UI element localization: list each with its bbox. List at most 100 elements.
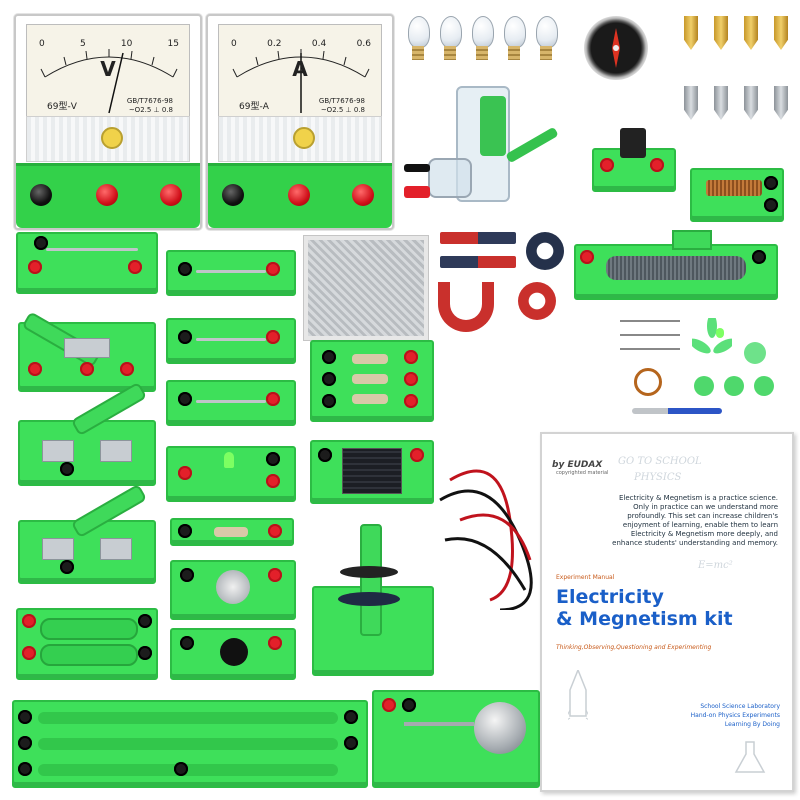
ammeter-terminal-black[interactable] bbox=[222, 184, 244, 206]
ammeter-dial: 0 0.2 0.4 0.6 A 69型-A GB/T7676-98 ~O2.5 … bbox=[218, 24, 382, 118]
gear-wheel-icon[interactable] bbox=[724, 376, 744, 396]
terminal-black[interactable] bbox=[174, 762, 188, 776]
copper-electrode-icon[interactable] bbox=[684, 16, 698, 50]
terminal-black[interactable] bbox=[764, 176, 778, 190]
horseshoe-magnet-icon[interactable] bbox=[438, 282, 494, 332]
terminal-red[interactable] bbox=[128, 260, 142, 274]
terminal-black[interactable] bbox=[318, 448, 332, 462]
bar-magnet-icon[interactable] bbox=[440, 256, 516, 268]
electrode-set bbox=[680, 14, 790, 124]
gear-wheel-icon[interactable] bbox=[694, 376, 714, 396]
terminal-red[interactable] bbox=[404, 372, 418, 386]
bulb-icon[interactable] bbox=[472, 16, 494, 48]
terminal-red[interactable] bbox=[266, 262, 280, 276]
zero-adjust-screw-icon[interactable] bbox=[101, 127, 123, 149]
terminal-red[interactable] bbox=[410, 448, 424, 462]
compass-icon[interactable] bbox=[584, 16, 648, 80]
zinc-electrode-icon[interactable] bbox=[744, 86, 758, 120]
terminal-black[interactable] bbox=[18, 710, 32, 724]
terminal-red[interactable] bbox=[178, 466, 192, 480]
ammeter-terminal-red-1[interactable] bbox=[288, 184, 310, 206]
bulb-icon[interactable] bbox=[408, 16, 430, 48]
terminal-red[interactable] bbox=[580, 250, 594, 264]
voltmeter-terminal-red-1[interactable] bbox=[96, 184, 118, 206]
propeller-icon[interactable] bbox=[689, 314, 735, 358]
voltmeter-terminal-red-2[interactable] bbox=[160, 184, 182, 206]
blade-contact bbox=[42, 440, 74, 462]
terminal-black[interactable] bbox=[178, 392, 192, 406]
terminal-black[interactable] bbox=[344, 710, 358, 724]
terminal-red[interactable] bbox=[266, 474, 280, 488]
terminal-red[interactable] bbox=[266, 392, 280, 406]
terminal-black[interactable] bbox=[344, 736, 358, 750]
zero-adjust-screw-icon[interactable] bbox=[293, 127, 315, 149]
bulb-icon[interactable] bbox=[440, 16, 462, 48]
rheostat-board bbox=[574, 230, 778, 300]
component-board-3 bbox=[166, 380, 296, 426]
terminal-black[interactable] bbox=[60, 462, 74, 476]
terminal-black[interactable] bbox=[180, 636, 194, 650]
terminal-red[interactable] bbox=[22, 646, 36, 660]
voltmeter-window bbox=[26, 116, 190, 162]
switch-lever[interactable] bbox=[620, 128, 646, 158]
terminal-black[interactable] bbox=[138, 614, 152, 628]
terminal-red[interactable] bbox=[80, 362, 94, 376]
terminal-red[interactable] bbox=[650, 158, 664, 172]
ammeter-scale-arc bbox=[232, 49, 370, 113]
terminal-black[interactable] bbox=[180, 568, 194, 582]
terminal-black[interactable] bbox=[322, 350, 336, 364]
zinc-electrode-icon[interactable] bbox=[684, 86, 698, 120]
experiment-manual[interactable]: GO TO SCHOOL PHYSICS E=mc² by EUDAX copy… bbox=[540, 432, 794, 792]
voltmeter-terminal-black[interactable] bbox=[30, 184, 52, 206]
terminal-red[interactable] bbox=[600, 158, 614, 172]
terminal-black[interactable] bbox=[178, 524, 192, 538]
terminal-black[interactable] bbox=[138, 646, 152, 660]
terminal-red[interactable] bbox=[382, 698, 396, 712]
terminal-black[interactable] bbox=[752, 250, 766, 264]
screwdriver-icon[interactable] bbox=[632, 408, 722, 414]
ring-magnet-red-icon[interactable] bbox=[518, 282, 556, 320]
terminal-red[interactable] bbox=[28, 260, 42, 274]
bar-magnet-icon[interactable] bbox=[440, 232, 516, 244]
terminal-black[interactable] bbox=[18, 736, 32, 750]
terminal-red[interactable] bbox=[404, 394, 418, 408]
terminal-black[interactable] bbox=[402, 698, 416, 712]
copper-electrode-icon[interactable] bbox=[714, 16, 728, 50]
fan-icon[interactable] bbox=[744, 342, 766, 364]
terminal-red[interactable] bbox=[22, 614, 36, 628]
switch-handle-icon[interactable] bbox=[70, 483, 148, 539]
terminal-red[interactable] bbox=[268, 568, 282, 582]
ring-magnet-icon[interactable] bbox=[526, 232, 564, 270]
terminal-red[interactable] bbox=[28, 362, 42, 376]
terminal-black[interactable] bbox=[60, 560, 74, 574]
terminal-red[interactable] bbox=[268, 636, 282, 650]
bulb-icon[interactable] bbox=[504, 16, 526, 48]
terminal-black[interactable] bbox=[764, 198, 778, 212]
copper-electrode-icon[interactable] bbox=[774, 16, 788, 50]
hand-crank-generator[interactable] bbox=[400, 86, 580, 226]
bulb-icon[interactable] bbox=[536, 16, 558, 48]
terminal-black[interactable] bbox=[322, 394, 336, 408]
ammeter-tick-0: 0 bbox=[231, 39, 237, 49]
gear-wheel-icon[interactable] bbox=[754, 376, 774, 396]
terminal-black[interactable] bbox=[18, 762, 32, 776]
manual-brand: by EUDAX bbox=[552, 460, 603, 470]
rheostat-slider[interactable] bbox=[672, 230, 712, 250]
terminal-black[interactable] bbox=[178, 262, 192, 276]
zinc-electrode-icon[interactable] bbox=[774, 86, 788, 120]
crank-handle-icon[interactable] bbox=[505, 126, 559, 164]
terminal-black[interactable] bbox=[266, 452, 280, 466]
ammeter-terminal-red-2[interactable] bbox=[352, 184, 374, 206]
terminal-black[interactable] bbox=[322, 372, 336, 386]
ammeter-standard: GB/T7676-98 ~O2.5 ⊥ 0.8 bbox=[319, 97, 365, 115]
copper-electrode-icon[interactable] bbox=[744, 16, 758, 50]
terminal-red[interactable] bbox=[268, 524, 282, 538]
terminal-black[interactable] bbox=[178, 330, 192, 344]
terminal-red[interactable] bbox=[120, 362, 134, 376]
terminal-black[interactable] bbox=[34, 236, 48, 250]
terminal-red[interactable] bbox=[404, 350, 418, 364]
terminal-red[interactable] bbox=[266, 330, 280, 344]
knife-switch-board-1 bbox=[18, 311, 156, 392]
resistor-icon bbox=[352, 374, 388, 384]
zinc-electrode-icon[interactable] bbox=[714, 86, 728, 120]
